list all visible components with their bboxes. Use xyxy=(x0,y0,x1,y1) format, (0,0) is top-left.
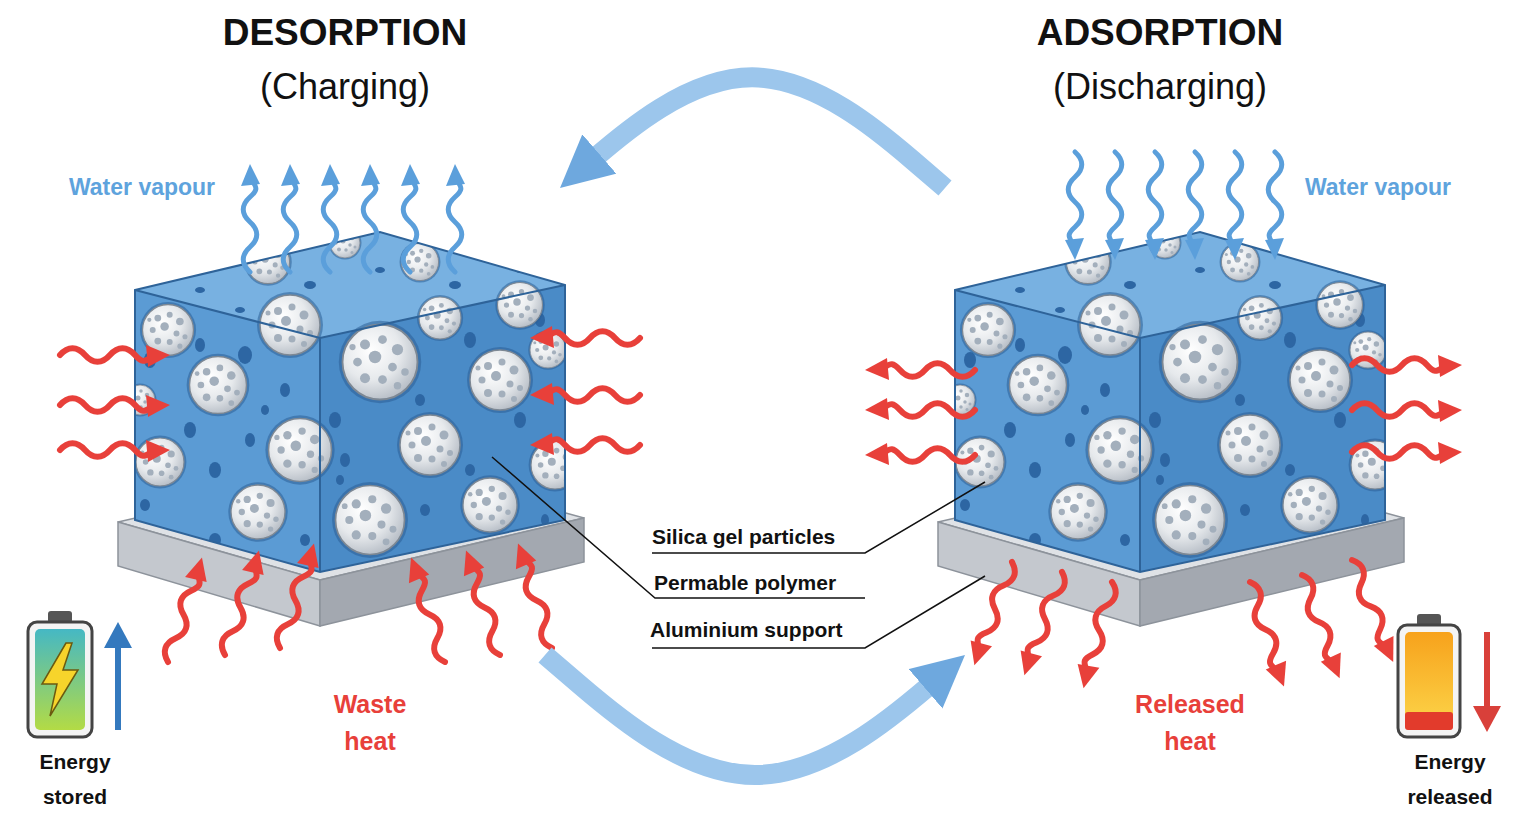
heat-arrow xyxy=(530,383,640,405)
part-label: Aluminium support xyxy=(650,616,870,644)
heat-arrows-in xyxy=(60,326,640,666)
vapour-arrows-up xyxy=(241,164,465,272)
desorption-block xyxy=(118,227,584,627)
vapour-arrow xyxy=(1185,152,1204,260)
heat-arrow xyxy=(60,440,170,462)
heat-arrow xyxy=(60,345,170,367)
heat-arrows-out xyxy=(865,355,1462,691)
vapour-arrow xyxy=(1265,152,1284,260)
cycle-arrow xyxy=(545,655,965,775)
battery-charge xyxy=(1405,632,1453,730)
battery-body xyxy=(28,622,92,737)
stage-title: ADSORPTION xyxy=(945,10,1375,56)
vapour-label: Water vapour xyxy=(1293,172,1463,202)
heat-arrow xyxy=(270,540,325,651)
vapour-arrow xyxy=(361,164,380,272)
heat-arrow xyxy=(1352,355,1462,377)
heat-arrow xyxy=(1341,556,1403,666)
battery-discharged xyxy=(1398,614,1501,737)
heat-arrow xyxy=(158,554,213,665)
heat-arrow xyxy=(530,433,640,455)
battery-charge xyxy=(35,629,85,730)
vapour-arrow xyxy=(281,164,300,272)
heat-arrow xyxy=(215,547,270,658)
down-arrow xyxy=(1484,632,1490,710)
heat-arrow xyxy=(1072,579,1122,691)
battery-charged xyxy=(28,611,132,737)
energy-label: Energy released xyxy=(1395,744,1505,814)
heat-arrow xyxy=(865,443,975,465)
heat-arrow xyxy=(530,326,640,348)
heat-label: Released heat xyxy=(1125,686,1255,760)
heat-arrow xyxy=(401,554,456,665)
heat-arrow xyxy=(865,358,975,380)
stage-subtitle: (Discharging) xyxy=(945,64,1375,110)
heat-arrow xyxy=(508,540,563,651)
cycle-arrows xyxy=(545,77,965,775)
stage-title: DESORPTION xyxy=(130,10,560,56)
part-label: Permable polymer xyxy=(654,569,874,597)
vapour-arrow xyxy=(1105,152,1124,260)
vapour-arrow xyxy=(1065,152,1084,260)
vapour-arrow xyxy=(241,164,260,272)
energy-label: Energy stored xyxy=(25,744,125,814)
heat-arrow xyxy=(1352,442,1462,464)
process-stage: ADSORPTION (Discharging) xyxy=(945,8,1375,655)
down-arrow-head xyxy=(1473,706,1501,732)
adsorption-block xyxy=(938,227,1404,627)
vapour-arrow xyxy=(321,164,340,272)
heat-arrow xyxy=(456,547,511,658)
heat-arrow xyxy=(865,398,975,420)
heat-label: Waste heat xyxy=(315,686,425,760)
leader-line xyxy=(652,482,985,553)
heat-arrow xyxy=(1352,400,1462,422)
heat-arrow xyxy=(1291,572,1349,683)
heat-arrow xyxy=(1239,579,1294,690)
part-label: Silica gel particles xyxy=(652,523,872,551)
vapour-arrow xyxy=(1225,152,1244,260)
stage-subtitle: (Charging) xyxy=(130,64,560,110)
vapour-arrow xyxy=(1145,152,1164,260)
battery-body xyxy=(1398,625,1460,737)
leader-lines xyxy=(492,457,985,648)
heat-arrow xyxy=(60,395,170,417)
vapour-arrows-down xyxy=(1065,152,1284,260)
cycle-arrow xyxy=(560,77,945,188)
up-arrow-head xyxy=(104,622,132,648)
up-arrow xyxy=(115,645,121,730)
lightning-symbol xyxy=(42,643,78,716)
battery-low xyxy=(1405,712,1453,730)
vapour-label: Water vapour xyxy=(57,172,227,202)
process-stage: DESORPTION (Charging) xyxy=(130,8,560,655)
vapour-arrow xyxy=(401,164,420,272)
heat-arrow xyxy=(963,558,1021,669)
heat-arrow xyxy=(1013,568,1071,679)
vapour-arrow xyxy=(446,164,465,272)
